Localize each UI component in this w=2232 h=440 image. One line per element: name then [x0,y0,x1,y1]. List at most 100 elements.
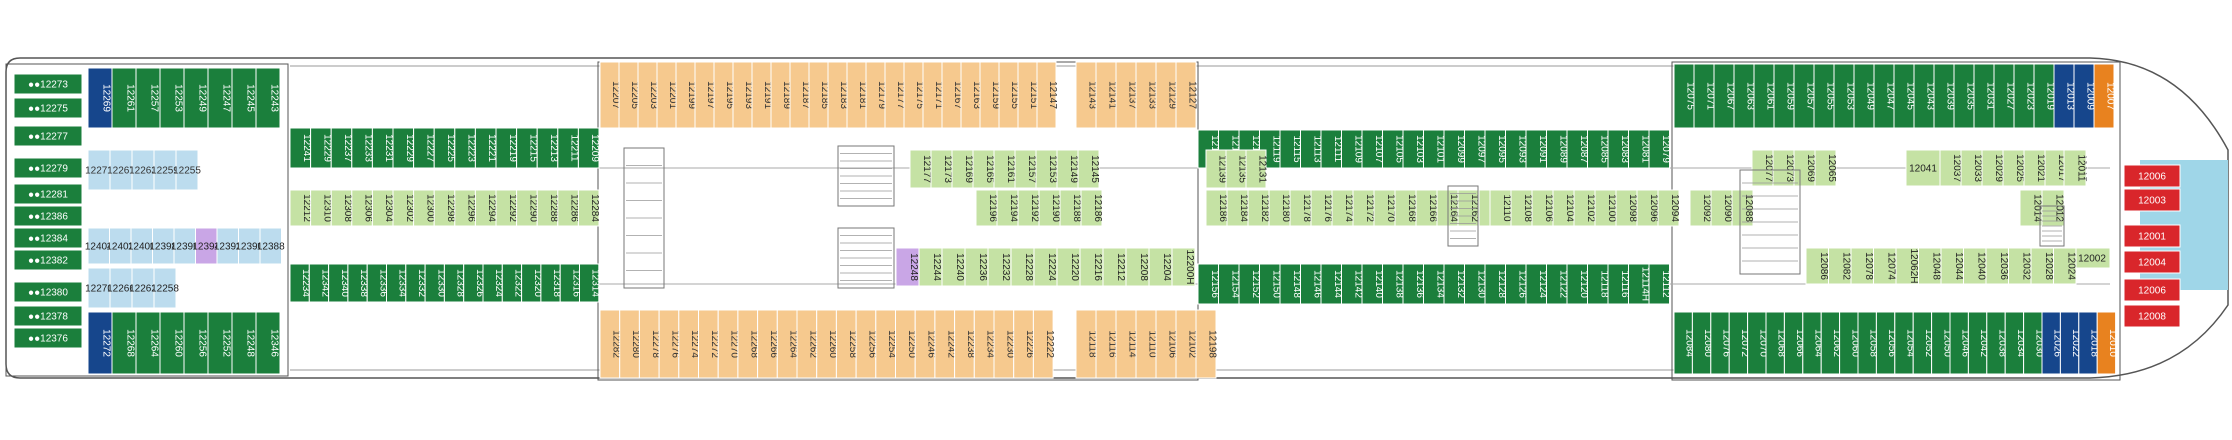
cabin-mid2-3[interactable]: 12133 [1135,61,1158,129]
cabin-cl-12[interactable]: 12288 [536,189,559,227]
stern-cabin-0[interactable]: ●●12273 [13,73,83,95]
cabin-gf-23[interactable]: 12010 [2096,311,2118,375]
cabin-cm-12[interactable]: 12190 [1038,189,1061,227]
cabin-a-12[interactable]: 12213 [536,127,559,169]
cabin-cl-5[interactable]: 12302 [392,189,415,227]
cabin-gm-11[interactable]: 12260 [816,309,838,379]
cabin-fwd-6[interactable]: 12057 [1793,63,1816,129]
cabin-fm-18[interactable]: 12120 [1566,263,1589,305]
cabin-fb-22[interactable]: 12079 [1648,129,1671,169]
cabin-gf-14[interactable]: 12050 [1931,311,1953,375]
cabin-ef-3[interactable]: 12074 [1873,247,1897,285]
cabin-mid-5[interactable]: 12197 [694,61,716,129]
cabin-fm-20[interactable]: 12116 [1607,263,1630,305]
yacht-suite-4[interactable]: 12006 [2123,278,2181,302]
cabin-fwd-2[interactable]: 12067 [1713,63,1736,129]
cabin-gl-1[interactable]: 12268 [111,311,137,375]
cabin-fwd-13[interactable]: 12039 [1933,63,1956,129]
cabin-gm2-3[interactable]: 12110 [1135,309,1158,379]
cabin-fm-7[interactable]: 12142 [1341,263,1364,305]
cabin-fm-9[interactable]: 12138 [1382,263,1405,305]
cabin-fwd-3[interactable]: 12063 [1733,63,1756,129]
cabin-cf2-7[interactable]: 12041 [1905,149,1941,187]
cabin-gm2-2[interactable]: 12114 [1115,309,1138,379]
cabin-cf-5[interactable]: 12182 [1247,189,1270,227]
cabin-gf-1[interactable]: 12080 [1691,311,1713,375]
cabin-cf-1[interactable]: 12135 [1225,149,1248,189]
cabin-fm-0[interactable]: 12156 [1197,263,1220,305]
cabin-a-14[interactable]: 12209 [577,127,600,169]
cabin-gl-4[interactable]: 12256 [183,311,209,375]
cabin-em-7[interactable]: 12220 [1056,247,1081,287]
cabin-fm-6[interactable]: 12144 [1320,263,1343,305]
cabin-cf-11[interactable]: 12170 [1373,189,1396,227]
cabin-cf2-15[interactable]: 12014 [2019,189,2043,227]
stern-cabin-2[interactable]: ●●12277 [13,125,83,147]
cabin-cm-5[interactable]: 12157 [1014,149,1037,189]
cabin-fwd-10[interactable]: 12047 [1873,63,1896,129]
cabin-cm-10[interactable]: 12194 [996,189,1019,227]
cabin-gm-0[interactable]: 12282 [599,309,621,379]
cabin-mid-17[interactable]: 12171 [922,61,944,129]
cabin-cm-7[interactable]: 12149 [1056,149,1079,189]
cabin-a-8[interactable]: 12223 [454,127,477,169]
cabin-cm-14[interactable]: 12186 [1080,189,1103,227]
cabin-cf2-12[interactable]: 12021 [2023,149,2046,187]
cabin-gf-19[interactable]: 12030 [2023,311,2045,375]
cabin-fm-10[interactable]: 12136 [1402,263,1425,305]
cabin-ef-1[interactable]: 12082 [1828,247,1852,285]
cabin-gf-4[interactable]: 12070 [1747,311,1769,375]
cabin-gf-12[interactable]: 12054 [1894,311,1916,375]
cabin-cl-2[interactable]: 12308 [330,189,353,227]
cabin-gf-5[interactable]: 12068 [1765,311,1787,375]
cabin-gf-15[interactable]: 12046 [1949,311,1971,375]
cabin-fwd-7[interactable]: 12055 [1813,63,1836,129]
cabin-cf2-1[interactable]: 12090 [1710,189,1733,227]
cabin-ef-7[interactable]: 12040 [1963,247,1987,285]
cabin-fwd-21[interactable]: 12007 [2093,63,2116,129]
cabin-fl-2[interactable]: 12340 [328,263,350,303]
cabin-gf-9[interactable]: 12060 [1839,311,1861,375]
cabin-cf2-6[interactable]: 12065 [1814,149,1837,187]
cabin-cf-10[interactable]: 12172 [1352,189,1375,227]
cabin-fb-4[interactable]: 12115 [1279,129,1302,169]
cabin-mid-20[interactable]: 12159 [979,61,1001,129]
cabin-top-left-4[interactable]: 12249 [183,67,209,129]
cabin-mid-11[interactable]: 12185 [808,61,830,129]
cabin-gm-20[interactable]: 12230 [993,309,1015,379]
cabin-cm-2[interactable]: 12169 [951,149,974,189]
cabin-fwd-20[interactable]: 12009 [2073,63,2096,129]
yacht-suite-3[interactable]: 12004 [2123,250,2181,274]
cabin-cf-7[interactable]: 12178 [1289,189,1312,227]
cabin-gm-18[interactable]: 12238 [954,309,976,379]
cabin-ef-4[interactable]: 12062H [1895,247,1919,285]
cabin-cf2-17[interactable]: 12011 [2063,149,2087,187]
cabin-fb-7[interactable]: 12109 [1341,129,1364,169]
cabin-top-left-7[interactable]: 12243 [255,67,281,129]
cabin-ef-9[interactable]: 12032 [2008,247,2032,285]
cabin-em-4[interactable]: 12232 [987,247,1012,287]
cabin-gm-6[interactable]: 12270 [717,309,740,379]
cabin-gm-4[interactable]: 12274 [678,309,700,379]
cabin-top-left-6[interactable]: 12245 [231,67,257,129]
cabin-gm-14[interactable]: 12254 [875,309,897,379]
cabin-cl-13[interactable]: 12286 [557,189,580,227]
cabin-fwd-4[interactable]: 12061 [1753,63,1776,129]
cabin-fm-4[interactable]: 12148 [1279,263,1302,305]
cabin-gm-3[interactable]: 12276 [658,309,680,379]
cabin-a-10[interactable]: 12219 [495,127,518,169]
cabin-gm2-0[interactable]: 12118 [1075,309,1098,379]
cabin-cl-6[interactable]: 12300 [413,189,436,227]
cabin-a-13[interactable]: 12211 [557,127,580,169]
cabin-mid2-5[interactable]: 12127 [1175,61,1198,129]
cabin-mid2-1[interactable]: 12141 [1095,61,1118,129]
cabin-fl-1[interactable]: 12342 [308,263,330,303]
cabin-gf-0[interactable]: 12084 [1673,311,1695,375]
cabin-cm-9[interactable]: 12196 [975,189,998,227]
cabin-em-1[interactable]: 12244 [918,247,943,287]
cabin-mid-3[interactable]: 12201 [656,61,678,129]
cabin-top-left-0[interactable]: 12269 [87,67,113,129]
cabin-gm-10[interactable]: 12262 [796,309,818,379]
cabin-ef-6[interactable]: 12044 [1940,247,1964,285]
cabin-gm-21[interactable]: 12226 [1013,309,1035,379]
